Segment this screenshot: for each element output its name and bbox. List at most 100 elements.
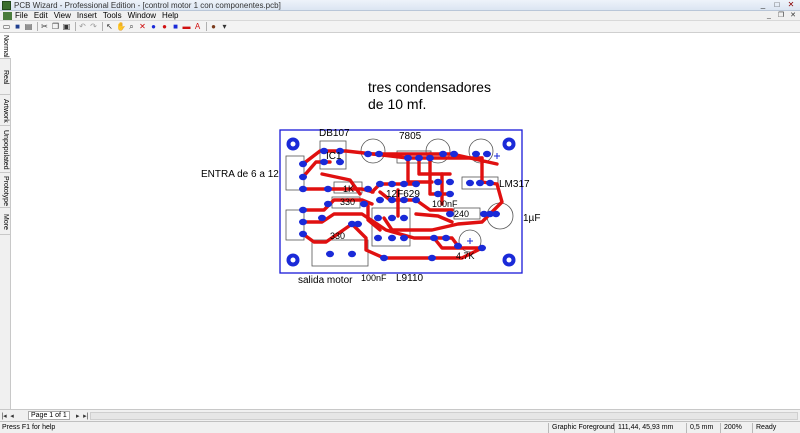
- menu-window[interactable]: Window: [127, 11, 157, 20]
- menu-view[interactable]: View: [53, 11, 71, 20]
- tab-real-world[interactable]: Real World: [0, 60, 11, 95]
- tab-artwork[interactable]: Artwork: [0, 96, 11, 126]
- tab-prototype[interactable]: Prototype: [0, 174, 11, 208]
- minimize-button[interactable]: _: [760, 0, 766, 9]
- text-icon[interactable]: A: [194, 22, 201, 31]
- pad: [454, 242, 462, 250]
- copy-icon[interactable]: ❐: [51, 22, 60, 31]
- select-arrow-icon[interactable]: ↖: [106, 22, 113, 31]
- horizontal-scrollbar[interactable]: [90, 412, 798, 420]
- redo-icon[interactable]: ↷: [90, 22, 97, 31]
- tab-unpopulated[interactable]: Unpopulated: [0, 127, 11, 173]
- pad: [400, 196, 408, 204]
- pad: [376, 180, 384, 188]
- doc-restore-button[interactable]: ❐: [777, 12, 785, 19]
- toolbar-separator: [75, 22, 76, 31]
- menu-bar: File Edit View Insert Tools Window Help …: [0, 11, 800, 21]
- pad: [388, 180, 396, 188]
- next-page-icon[interactable]: ▸: [76, 412, 80, 420]
- pad: [388, 196, 396, 204]
- window-title: PCB Wizard - Professional Edition - [con…: [14, 0, 281, 10]
- component-icon[interactable]: ■: [173, 22, 178, 31]
- pad: [376, 196, 384, 204]
- track: [488, 182, 504, 216]
- document-icon[interactable]: [3, 11, 12, 20]
- pad: [360, 200, 368, 208]
- cut-icon[interactable]: ✂: [41, 22, 48, 31]
- pad: [336, 147, 344, 155]
- status-help-text: Press F1 for help: [2, 424, 56, 431]
- pad: [320, 147, 328, 155]
- pads: [299, 147, 500, 262]
- status-bar: Press F1 for help Graphic Foreground 111…: [0, 421, 800, 433]
- pad: [446, 178, 454, 186]
- pad: [412, 196, 420, 204]
- pan-hand-icon[interactable]: ✋: [116, 22, 126, 31]
- track: [301, 222, 354, 244]
- pad: [439, 150, 447, 158]
- window-controls: _ □ ✕: [756, 0, 798, 10]
- menu-insert[interactable]: Insert: [76, 11, 97, 20]
- pad: [434, 190, 442, 198]
- drill-icon[interactable]: ●: [211, 22, 216, 31]
- track: [406, 156, 434, 184]
- document-window-controls: _ ❐ ✕: [764, 11, 798, 20]
- pad: [442, 234, 450, 242]
- page-tab[interactable]: Page 1 of 1: [28, 411, 70, 420]
- menu-edit[interactable]: Edit: [33, 11, 48, 20]
- undo-icon[interactable]: ↶: [79, 22, 86, 31]
- pad: [388, 234, 396, 242]
- doc-close-button[interactable]: ✕: [790, 12, 796, 19]
- pad: [400, 234, 408, 242]
- pad: [336, 158, 344, 166]
- pad: [324, 200, 332, 208]
- status-coordinates: 111,44, 45,93 mm: [614, 423, 673, 433]
- last-page-icon[interactable]: ▸|: [83, 412, 89, 420]
- pad: [320, 158, 328, 166]
- close-button[interactable]: ✕: [787, 0, 795, 9]
- label-entra: ENTRA de 6 a 12: [201, 169, 279, 180]
- page-bar: |◂ ◂ Page 1 of 1 ▸ ▸|: [0, 409, 800, 421]
- pad: [348, 250, 356, 258]
- label-330b: 330: [330, 231, 346, 241]
- menu-help[interactable]: Help: [162, 11, 179, 20]
- label-lm317: LM317: [499, 179, 530, 190]
- pad: [412, 180, 420, 188]
- print-icon[interactable]: ▤: [24, 22, 33, 31]
- potentiometer-outline: [458, 229, 482, 253]
- track-icon[interactable]: ●: [162, 22, 167, 31]
- pad: [486, 179, 494, 187]
- wire-cut-icon[interactable]: ✕: [139, 22, 146, 31]
- first-page-icon[interactable]: |◂: [1, 412, 7, 420]
- doc-minimize-button[interactable]: _: [767, 12, 771, 19]
- pad: [375, 150, 383, 158]
- save-icon[interactable]: ■: [15, 22, 20, 31]
- new-file-icon[interactable]: ▭: [2, 22, 11, 31]
- label-7805: 7805: [399, 131, 422, 142]
- tab-more[interactable]: More: [0, 209, 11, 235]
- track: [301, 149, 499, 166]
- pad: [374, 214, 382, 222]
- dropdown-arrow-icon[interactable]: ▾: [222, 22, 227, 31]
- pcb-canvas[interactable]: tres condensadores de 10 mf.: [12, 34, 800, 408]
- menu-file[interactable]: File: [15, 11, 28, 20]
- menu-tools[interactable]: Tools: [102, 11, 122, 20]
- pad-icon[interactable]: ●: [151, 22, 156, 31]
- pad: [324, 185, 332, 193]
- label-1k: 1K: [343, 184, 355, 194]
- pad: [434, 178, 442, 186]
- tab-normal[interactable]: Normal: [0, 35, 11, 59]
- tracks: [301, 149, 504, 260]
- track: [366, 204, 382, 232]
- pad: [299, 230, 307, 238]
- pad: [415, 154, 423, 162]
- prev-page-icon[interactable]: ◂: [10, 412, 14, 420]
- pad: [404, 154, 412, 162]
- maximize-button[interactable]: □: [774, 0, 780, 9]
- pad: [326, 250, 334, 258]
- label-100nf-bottom: 100nF: [361, 273, 387, 283]
- paste-icon[interactable]: ▣: [62, 22, 71, 31]
- connector-icon[interactable]: ▬: [182, 22, 191, 31]
- zoom-icon[interactable]: ⌕: [129, 22, 134, 31]
- pad: [299, 218, 307, 226]
